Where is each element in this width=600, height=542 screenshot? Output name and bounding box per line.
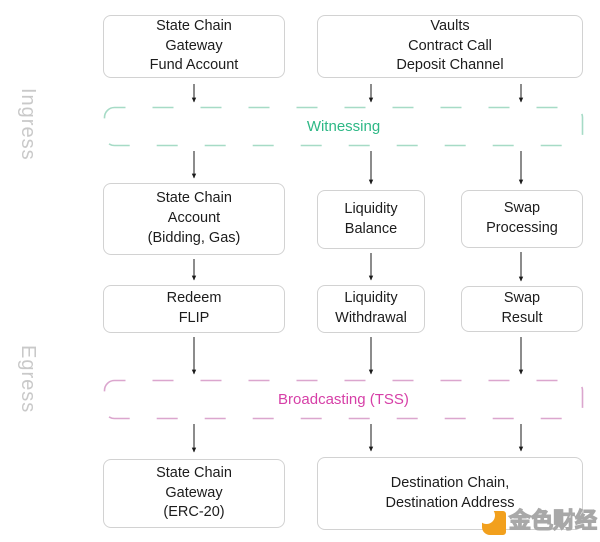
node-swap-processing: Swap Processing xyxy=(461,190,583,248)
egress-section-label: Egress xyxy=(17,345,39,414)
node-liquidity-balance: Liquidity Balance xyxy=(317,190,425,249)
witnessing-dashed-box xyxy=(103,106,584,147)
node-redeem-flip: Redeem FLIP xyxy=(103,285,285,333)
node-state-chain-account-bidding-gas: State Chain Account (Bidding, Gas) xyxy=(103,183,285,255)
jinse-finance-logo-icon xyxy=(477,507,506,535)
node-state-chain-gateway-fund-account: State Chain Gateway Fund Account xyxy=(103,15,285,78)
node-destination-chain-address: Destination Chain, Destination Address xyxy=(317,457,583,530)
node-liquidity-withdrawal: Liquidity Withdrawal xyxy=(317,285,425,333)
node-vaults-contract-call-deposit-channel: Vaults Contract Call Deposit Channel xyxy=(317,15,583,78)
node-state-chain-gateway-erc20: State Chain Gateway (ERC-20) xyxy=(103,459,285,528)
ingress-section-label: Ingress xyxy=(17,88,39,161)
watermark: 金色财经 xyxy=(477,507,598,535)
watermark-brand-text: 金色财经 xyxy=(508,507,597,533)
node-swap-result: Swap Result xyxy=(461,286,583,332)
broadcasting-dashed-box xyxy=(103,379,584,420)
